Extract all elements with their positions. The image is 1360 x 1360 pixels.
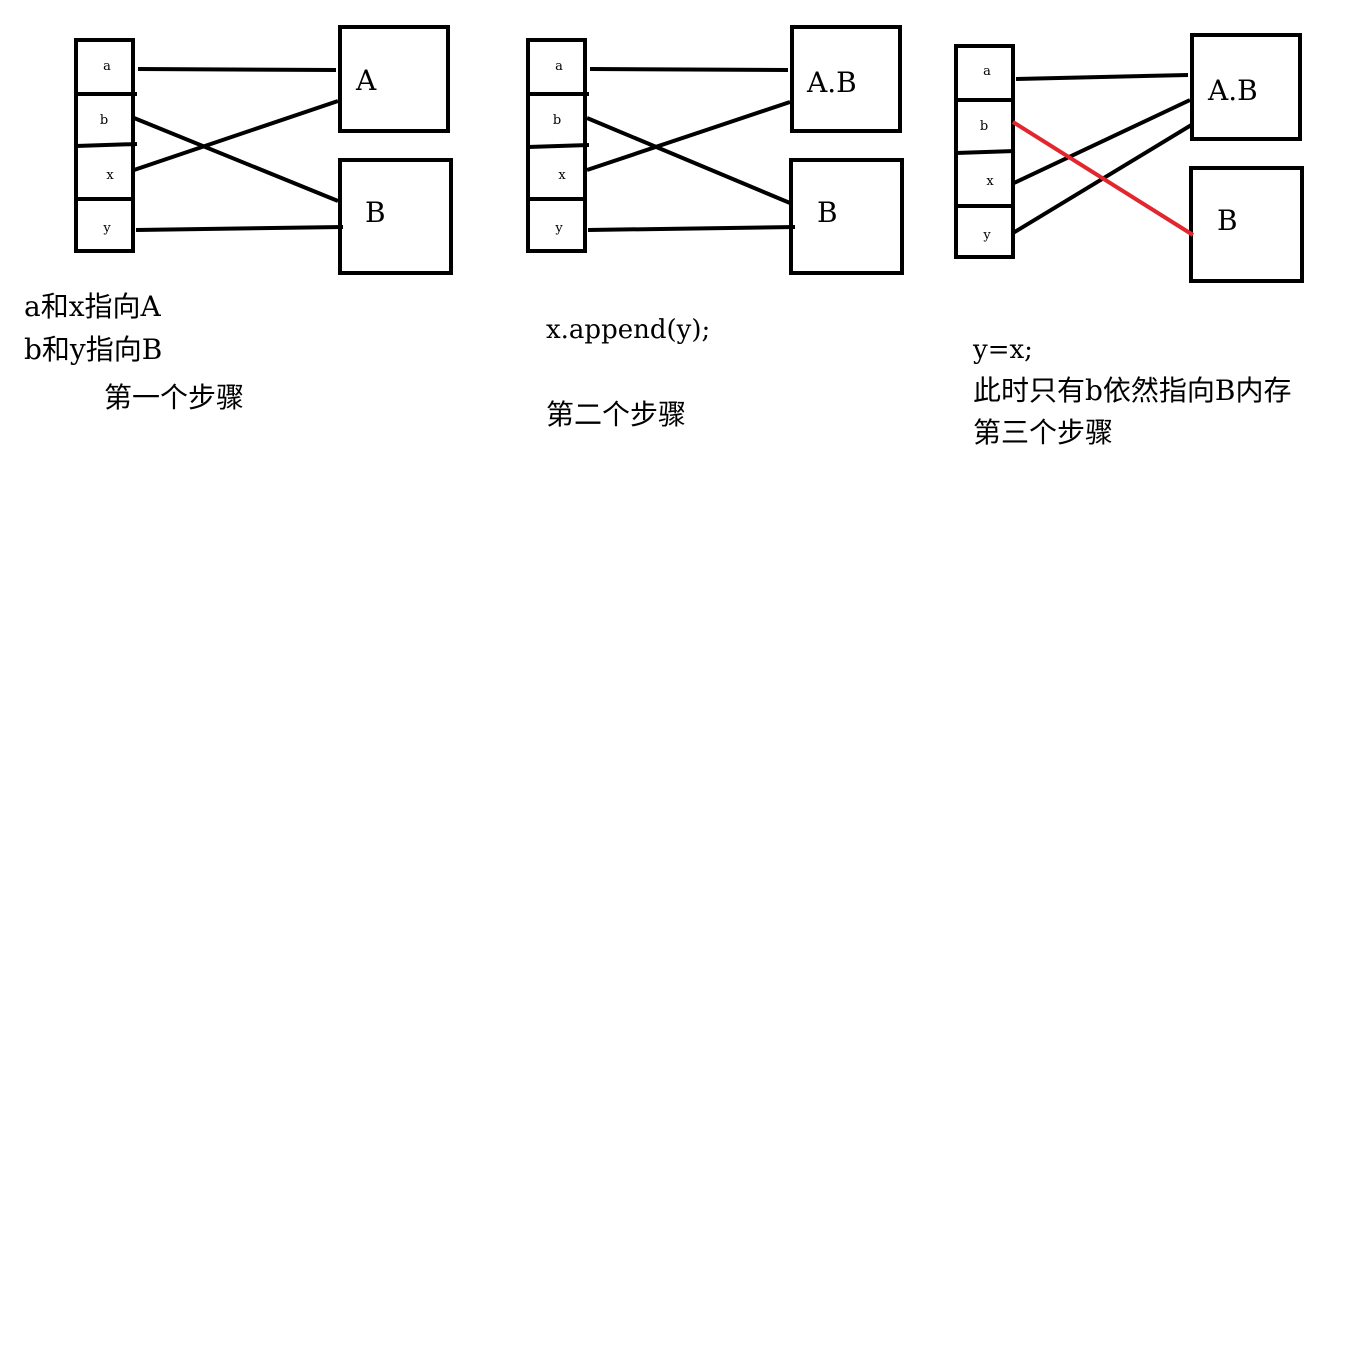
caption-step-2-code: x.append(y);	[546, 315, 711, 345]
panel-step-1: a b x y A B	[74, 25, 453, 275]
object-box-top	[338, 25, 450, 133]
link-a-to-AB	[589, 67, 789, 72]
slot-label-a: a	[983, 64, 991, 79]
object-box-bottom	[1189, 166, 1304, 283]
link-x-to-AB	[1013, 98, 1191, 185]
object-label-bottom: B	[365, 196, 386, 229]
panel-step-2: a b x y A.B B	[526, 25, 904, 275]
slot-label-x: x	[986, 174, 994, 189]
slot-label-b: b	[553, 113, 561, 128]
link-x-to-A	[133, 99, 339, 172]
caption-step-3-title: 第三个步骤	[973, 416, 1114, 449]
link-b-to-B	[586, 116, 791, 205]
slot-label-x: x	[106, 168, 114, 183]
object-box-top	[790, 25, 902, 133]
slot-label-b: b	[980, 119, 988, 134]
slot-label-y: y	[982, 228, 991, 243]
link-b-to-B-highlight	[1011, 120, 1195, 237]
object-label-top: A	[355, 64, 377, 97]
slot-label-y: y	[554, 221, 563, 236]
slot-label-a: a	[103, 59, 111, 74]
caption-step-3-code: y=x;	[973, 335, 1033, 365]
slot-divider	[955, 149, 1016, 155]
link-a-to-AB	[1015, 73, 1189, 81]
panel-step-3: a b x y A.B B	[954, 33, 1304, 283]
link-b-to-B	[133, 116, 339, 203]
slot-label-b: b	[100, 113, 108, 128]
object-label-bottom: B	[1217, 204, 1238, 237]
caption-step-3-line-2: 此时只有b依然指向B内存	[973, 374, 1292, 407]
caption-step-1-title: 第一个步骤	[104, 381, 245, 414]
link-y-to-B	[587, 225, 796, 232]
object-label-top: A.B	[1207, 74, 1258, 107]
caption-step-1-line-2: b和y指向B	[24, 333, 163, 366]
object-box-bottom	[338, 158, 453, 275]
object-label-top: A.B	[806, 66, 857, 99]
caption-step-1-line-1: a和x指向A	[24, 290, 161, 323]
slot-label-a: a	[555, 59, 563, 74]
caption-step-2-title: 第二个步骤	[546, 398, 687, 431]
link-y-to-B	[135, 225, 344, 232]
slot-divider	[527, 143, 590, 149]
object-box-top	[1190, 33, 1302, 141]
slot-divider	[75, 142, 138, 148]
slot-label-x: x	[558, 168, 566, 183]
link-x-to-AB	[586, 100, 791, 172]
slot-label-y: y	[102, 221, 111, 236]
link-a-to-A	[137, 67, 337, 72]
object-label-bottom: B	[817, 196, 838, 229]
object-box-bottom	[789, 158, 904, 275]
